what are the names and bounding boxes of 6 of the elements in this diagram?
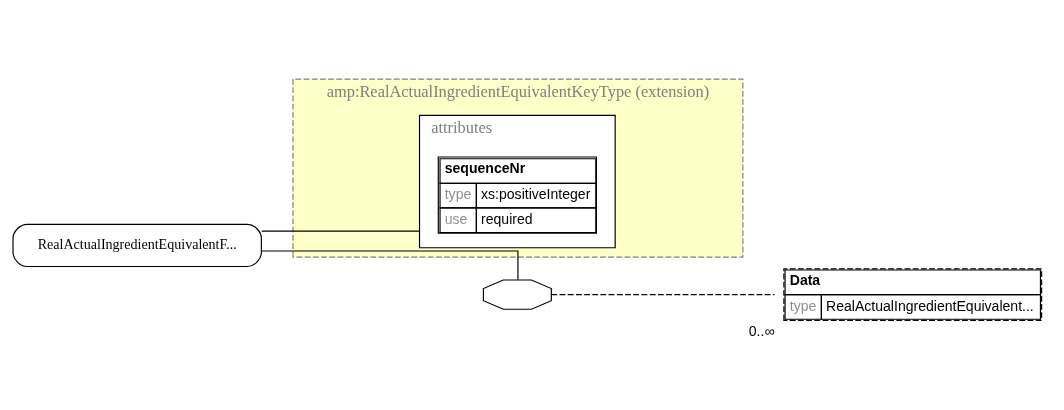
node-label: 0..∞ (748, 323, 775, 340)
node-box: RealActualIngredientEquivalentF... (12, 223, 262, 268)
connector (261, 230, 421, 232)
node-octagon (482, 279, 552, 310)
connector (550, 294, 776, 296)
connector (261, 250, 519, 281)
